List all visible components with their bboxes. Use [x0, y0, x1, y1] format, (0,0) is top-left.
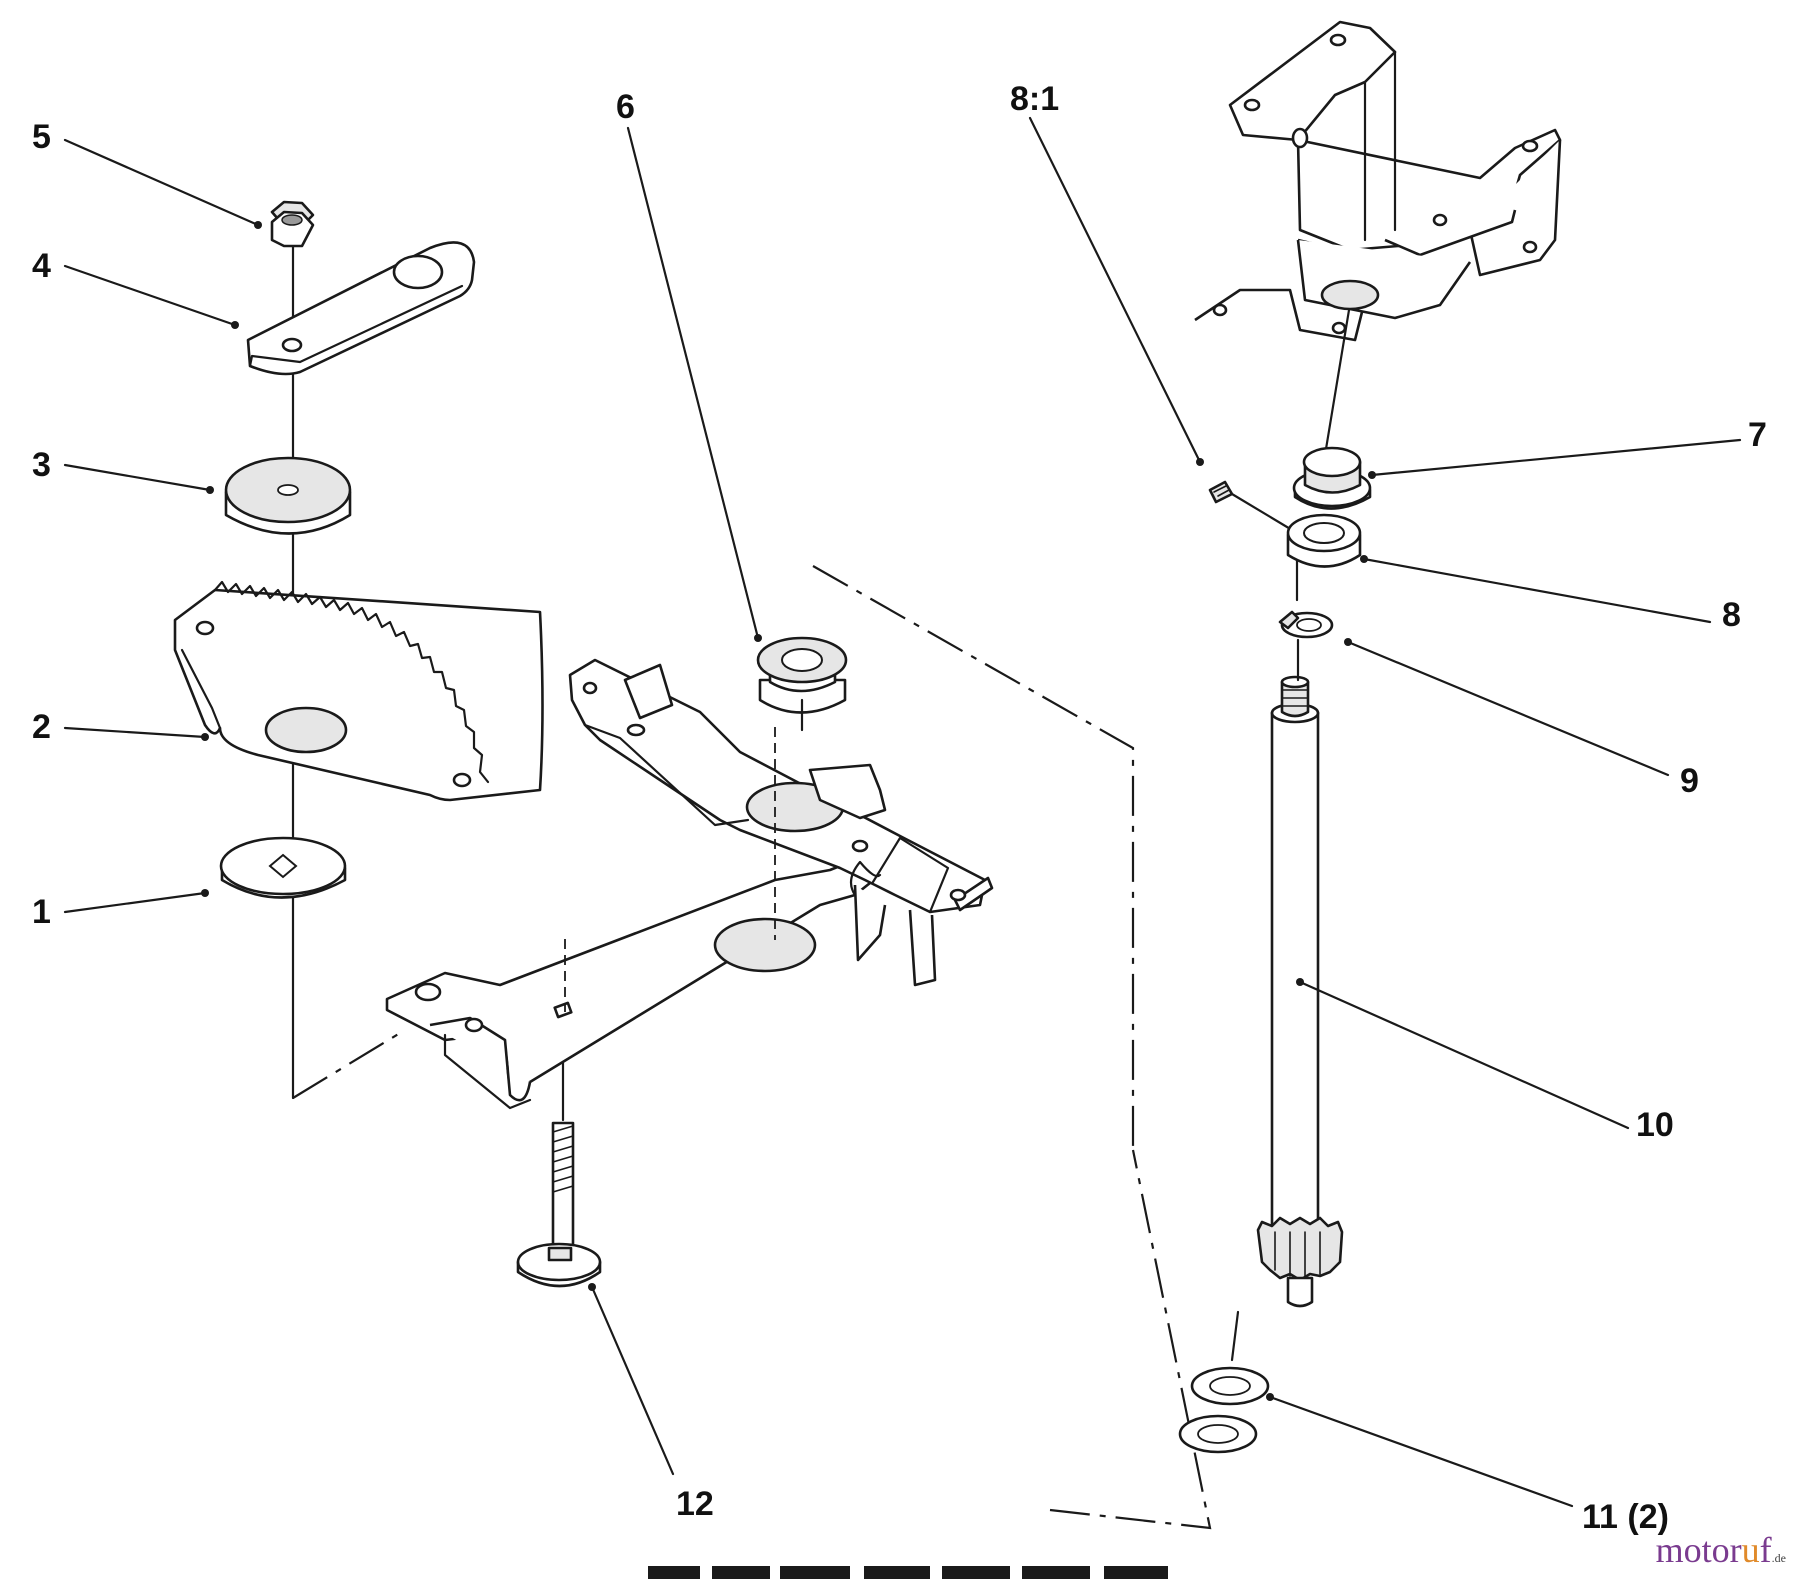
- thrust-washer-part: [1178, 1366, 1270, 1454]
- hex-nut-part: [270, 200, 315, 248]
- square-washer-part: [219, 836, 347, 899]
- callout-11: 11 (2): [1582, 1498, 1669, 1536]
- bolt-part: [516, 1121, 602, 1288]
- leader-lines: [63, 116, 1742, 1508]
- callout-5: 5: [32, 118, 51, 156]
- callout-8: 8: [1722, 596, 1741, 634]
- callout-9: 9: [1680, 762, 1699, 800]
- set-screw-part: [1208, 480, 1234, 504]
- callout-8-1: 8:1: [1010, 80, 1059, 118]
- pinion-gear-part: [1256, 1216, 1344, 1308]
- steering-bracket-part: [385, 658, 994, 1110]
- callout-3: 3: [32, 446, 51, 484]
- callout-1: 1: [32, 893, 51, 931]
- column-support-bracket-part: [1194, 20, 1562, 342]
- link-plate-part: [246, 241, 476, 376]
- bearing-part: [1286, 513, 1362, 568]
- set-screw-axis: [1230, 492, 1294, 532]
- spacer-washer-part: [224, 456, 352, 535]
- callout-2: 2: [32, 708, 51, 746]
- callout-10: 10: [1636, 1106, 1674, 1144]
- callout-4: 4: [32, 247, 51, 285]
- callout-12: 12: [676, 1485, 714, 1523]
- cropped-caption-fragment: [648, 1566, 1168, 1579]
- grommet-part: [756, 636, 848, 714]
- steering-shaft-part: [1270, 675, 1320, 1234]
- e-ring-part: [1278, 610, 1334, 639]
- assembly-dash-lower: [1049, 1149, 1212, 1530]
- callout-6: 6: [616, 88, 635, 126]
- watermark-logo: motoruf.de: [1655, 1530, 1786, 1570]
- column-axis-top: [1323, 308, 1351, 457]
- shaft-axis-lower: [1230, 1310, 1240, 1362]
- assembly-dash-mid: [812, 565, 1135, 1150]
- callout-7: 7: [1748, 416, 1767, 454]
- flanged-bushing-part: [1292, 446, 1372, 510]
- gear-sector-part: [173, 580, 544, 802]
- assembly-dash-left: [292, 1032, 401, 1099]
